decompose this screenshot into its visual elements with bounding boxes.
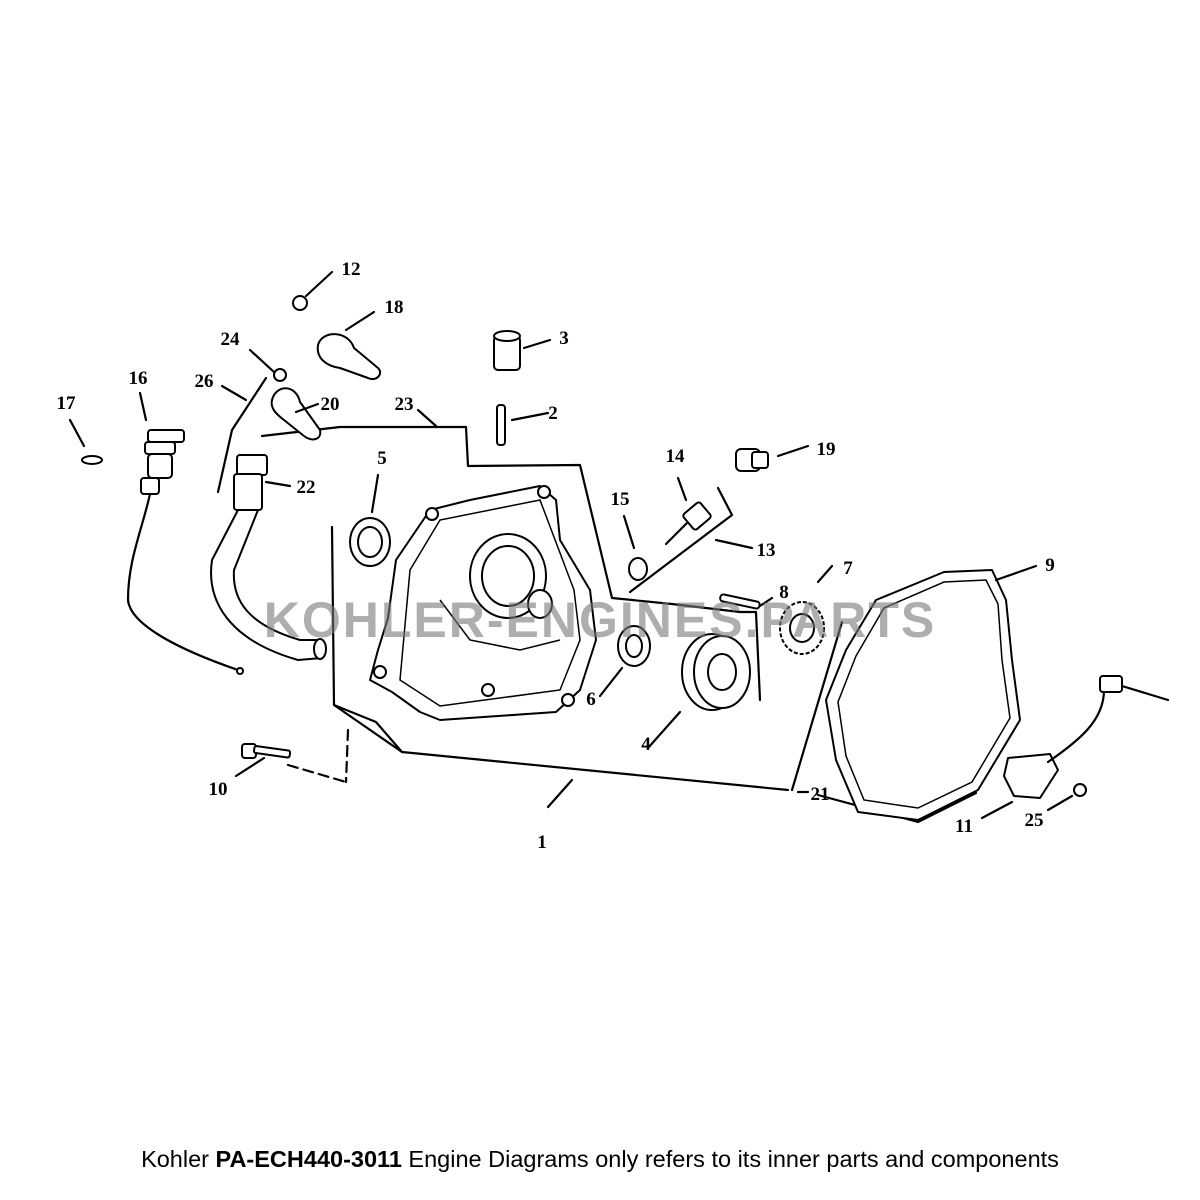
part-5-oil-seal bbox=[349, 517, 391, 567]
part-7-governor-gear bbox=[779, 601, 825, 655]
part-10-bolt bbox=[241, 743, 292, 759]
part-9-gasket bbox=[825, 569, 1021, 821]
callout-1: 1 bbox=[537, 832, 547, 853]
callout-14: 14 bbox=[666, 446, 686, 467]
part-18-bracket bbox=[316, 333, 382, 380]
part-1-crankcase-cover bbox=[369, 485, 597, 721]
part-25-screw bbox=[1073, 783, 1087, 797]
watermark-text: KOHLER-ENGINES.PARTS bbox=[264, 592, 936, 648]
callout-labels: 1 2 3 4 5 6 7 8 9 10 11 12 13 14 15 16 1… bbox=[57, 259, 1055, 853]
callout-9: 9 bbox=[1045, 555, 1055, 576]
callout-8: 8 bbox=[779, 582, 789, 603]
part-14-oil-switch bbox=[664, 501, 712, 546]
callout-11: 11 bbox=[955, 816, 973, 837]
parts bbox=[81, 295, 1170, 821]
callout-25: 25 bbox=[1025, 810, 1044, 831]
leader-lines bbox=[68, 270, 1074, 820]
callout-12: 12 bbox=[342, 259, 361, 280]
exploded-parts-diagram: 1 2 3 4 5 6 7 8 9 10 11 12 13 14 15 16 1… bbox=[57, 259, 1170, 853]
part-12-bolt bbox=[292, 295, 308, 311]
callout-16: 16 bbox=[129, 368, 148, 389]
callout-15: 15 bbox=[611, 489, 630, 510]
caption: Kohler PA-ECH440-3011 Engine Diagrams on… bbox=[0, 1146, 1200, 1173]
callout-21: 21 bbox=[811, 784, 830, 805]
part-16-dipstick bbox=[126, 429, 244, 675]
callout-23: 23 bbox=[395, 394, 414, 415]
callout-5: 5 bbox=[377, 448, 387, 469]
part-19-plug bbox=[735, 448, 769, 472]
part-20-clamp bbox=[270, 387, 322, 441]
callout-24: 24 bbox=[221, 329, 241, 350]
part-11-ignition-module bbox=[1003, 675, 1170, 799]
caption-suffix: Engine Diagrams only refers to its inner… bbox=[401, 1146, 1059, 1172]
callout-10: 10 bbox=[209, 779, 228, 800]
part-4-large-bearing bbox=[681, 633, 751, 711]
callout-26: 26 bbox=[195, 371, 214, 392]
part-6-small-bearing bbox=[617, 625, 651, 667]
callout-17: 17 bbox=[57, 393, 77, 414]
callout-20: 20 bbox=[321, 394, 340, 415]
callout-7: 7 bbox=[843, 558, 853, 579]
part-17-o-ring bbox=[81, 455, 103, 465]
part-15-washer bbox=[628, 557, 648, 581]
part-2-pin bbox=[496, 404, 506, 446]
part-3-sleeve bbox=[493, 330, 521, 371]
callout-22: 22 bbox=[297, 477, 316, 498]
callout-19: 19 bbox=[817, 439, 836, 460]
part-24-nut bbox=[273, 368, 287, 382]
caption-prefix: Kohler bbox=[141, 1146, 216, 1172]
callout-4: 4 bbox=[641, 734, 651, 755]
callout-18: 18 bbox=[385, 297, 404, 318]
caption-model: PA-ECH440-3011 bbox=[215, 1146, 402, 1172]
callout-6: 6 bbox=[586, 689, 596, 710]
callout-13: 13 bbox=[757, 540, 776, 561]
callout-2: 2 bbox=[548, 403, 558, 424]
assembly-outline-lines bbox=[216, 376, 978, 824]
part-22-oil-fill-tube bbox=[210, 454, 327, 661]
callout-3: 3 bbox=[559, 328, 569, 349]
